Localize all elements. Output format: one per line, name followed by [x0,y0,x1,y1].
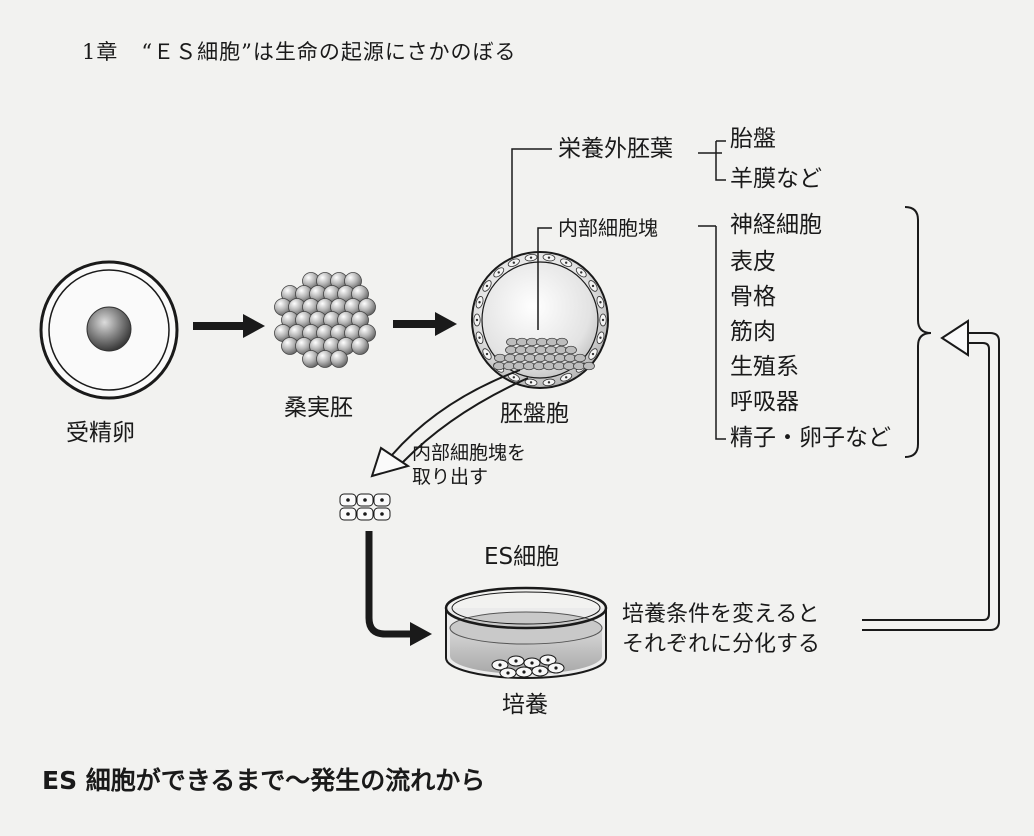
morula-icon [274,272,376,368]
differentiation-note-line1: 培養条件を変えると [622,602,820,627]
differentiation-feedback-arrow [862,319,1000,631]
figure-caption: ES 細胞ができるまで～発生の流れから [42,766,486,795]
es-cell-label: ES細胞 [484,544,560,570]
chapter-header: 1章 “ＥＳ細胞”は生命の起源にさかのぼる [82,42,516,63]
chapter-title: “ＥＳ細胞”は生命の起源にさかのぼる [141,40,517,64]
trophectoderm-label: 栄養外胚葉 [558,136,673,162]
arrow-egg-to-morula [193,314,265,338]
lineage-item: 精子・卵子など [730,425,891,451]
inner-cell-mass-label: 内部細胞塊 [558,216,658,240]
culture-label: 培養 [502,692,548,718]
lineage-item: 神経細胞 [730,212,822,238]
fertilized-egg-label: 受精卵 [66,420,135,446]
blastocyst-label: 胚盤胞 [500,401,569,427]
differentiation-note-line2: それぞれに分化する [622,632,821,657]
placenta-label: 胎盤 [730,126,776,152]
blastocyst-icon [471,251,609,389]
morula-label: 桑実胚 [284,395,353,421]
es-cells-colony-icon [491,654,565,679]
fertilized-egg-icon [39,260,179,400]
extraction-note-line1: 内部細胞塊を [412,442,527,464]
extracted-cells-icon [339,493,391,521]
trophectoderm-connector [511,140,726,258]
petri-dish-icon [444,586,608,679]
inner-cell-mass-connector [537,225,726,440]
arrow-to-culture [365,531,432,646]
lineage-item: 骨格 [730,284,776,310]
lineage-item: 筋肉 [730,319,776,345]
lineage-brace [904,206,932,458]
amnion-label: 羊膜など [730,166,822,192]
lineage-item: 表皮 [730,249,776,275]
arrow-morula-to-blastocyst [393,312,457,336]
lineage-item: 呼吸器 [730,389,799,415]
extraction-arrow [370,369,529,478]
lineage-item: 生殖系 [730,354,799,380]
extraction-note-line2: 取り出す [412,466,489,488]
chapter-number: 1章 [82,40,119,64]
